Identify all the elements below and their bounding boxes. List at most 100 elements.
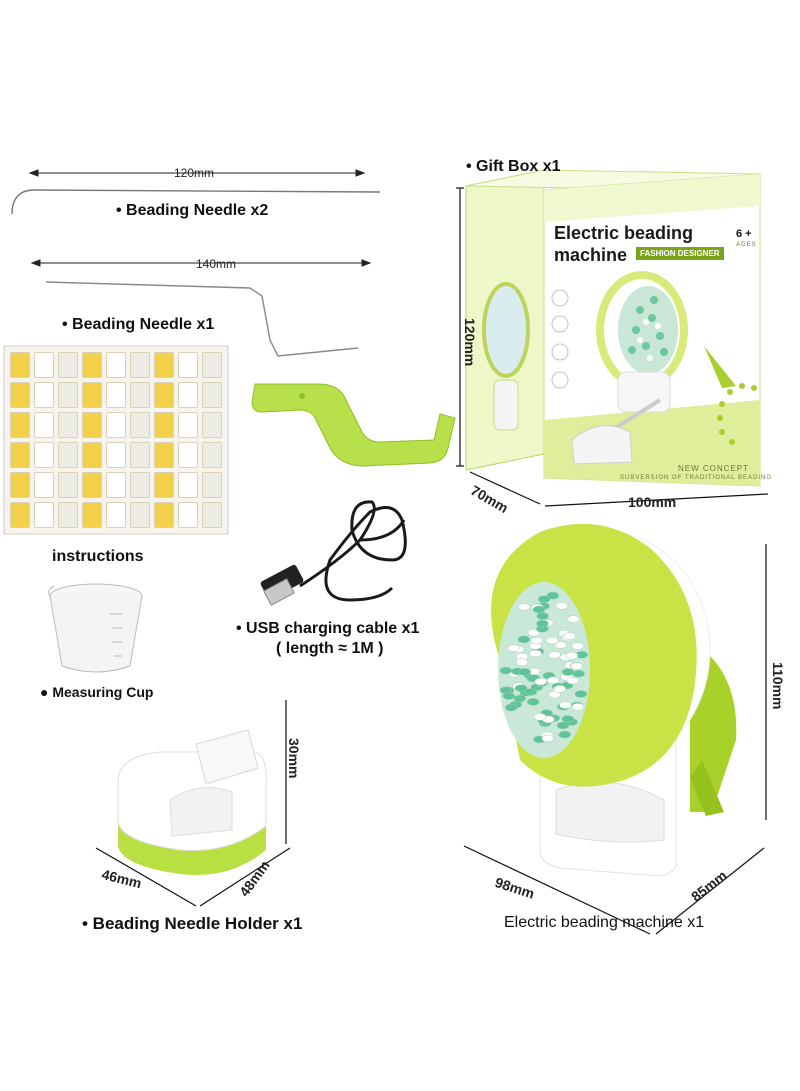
instruction-thumbnail [130,412,150,438]
instruction-thumbnail [178,382,198,408]
gift-box-depth: 70mm [468,482,512,517]
instruction-thumbnail [10,412,30,438]
gift-box-footer2: SUBVERSION OF TRADITIONAL BEADING [620,475,773,481]
bead [527,674,541,682]
gift-box-label: • Gift Box x1 [466,158,561,175]
bead [531,603,544,612]
bead [551,682,565,691]
holder-depth: 48mm [236,857,273,900]
gift-box-width: 100mm [628,494,677,510]
bead [540,734,554,743]
bead [515,658,529,666]
gift-box-tag: FASHION DESIGNER [636,247,724,260]
bead [564,661,577,669]
instruction-thumbnail [34,412,54,438]
bead [530,683,544,691]
bead [540,709,553,717]
bead [499,686,513,695]
bead [524,688,538,696]
bead [518,668,532,676]
bead [534,677,548,686]
bead [571,703,585,711]
bead [529,649,542,658]
instruction-thumbnail [178,502,198,528]
bead [537,716,551,725]
instruction-thumbnail [106,382,126,408]
instruction-thumbnail [154,382,174,408]
instruction-thumbnail [154,412,174,438]
instruction-thumbnail [202,352,222,378]
instruction-thumbnail [58,442,78,468]
bead [541,715,555,724]
machine-depth: 85mm [688,867,730,905]
instruction-thumbnail [106,472,126,498]
instruction-thumbnail [130,442,150,468]
bead [561,668,575,676]
bead [570,662,583,670]
bead [499,666,513,675]
bead [501,686,515,695]
instruction-thumbnail [58,382,78,408]
instruction-thumbnail [154,502,174,528]
instruction-thumbnail [154,472,174,498]
bead [547,714,560,722]
bead [553,685,566,693]
measuring-cup-label: ● Measuring Cup [40,684,154,700]
bead [523,671,537,680]
bead [561,633,575,642]
gift-box-age: 6 + [736,228,752,240]
bead [531,647,545,656]
bead [527,628,541,637]
bead [560,673,573,681]
bead [556,721,570,730]
usb-cable-length: ( length ≈ 1M ) [276,640,384,657]
machine-width: 98mm [493,874,537,902]
holder-label: • Beading Needle Holder x1 [82,914,303,933]
bead [557,702,570,711]
bead [542,671,556,680]
bead [537,595,551,603]
needle2-dimension: 140mm [196,257,237,271]
instruction-thumbnail [58,502,78,528]
instruction-thumbnail [178,352,198,378]
instruction-thumbnail [178,472,198,498]
instruction-thumbnail [10,382,30,408]
bead [532,605,546,614]
instruction-thumbnail [130,472,150,498]
bead [526,674,540,683]
instruction-thumbnail [106,352,126,378]
instructions-label: instructions [52,548,144,565]
gift-box-title-line1: Electric beading [554,223,694,243]
bead [507,669,521,678]
bead [530,636,543,645]
bead [527,667,541,676]
bead [526,698,540,706]
instruction-thumbnail [154,442,174,468]
bead [536,612,549,620]
usb-cable-label: • USB charging cable x1 [236,620,420,637]
bead [571,642,585,650]
gift-box-height: 120mm [462,318,478,367]
bead [563,632,577,640]
instruction-thumbnail [82,442,102,468]
bead [546,591,560,600]
usb-plug [260,564,304,606]
bead [569,662,583,670]
instruction-thumbnail [82,502,102,528]
bead [560,681,574,690]
instruction-thumbnail [106,502,126,528]
bead [565,718,578,726]
bead [533,713,547,721]
bead [565,651,579,660]
holder-height: 30mm [286,738,302,779]
bead [570,701,584,710]
needle-holder-illustration [117,729,267,875]
bead [517,635,531,644]
bead [559,701,572,709]
bead [545,637,559,646]
bead [528,666,542,675]
bead [513,694,526,703]
gift-box-age-sub: AGES [736,242,757,248]
instruction-thumbnail [10,352,30,378]
